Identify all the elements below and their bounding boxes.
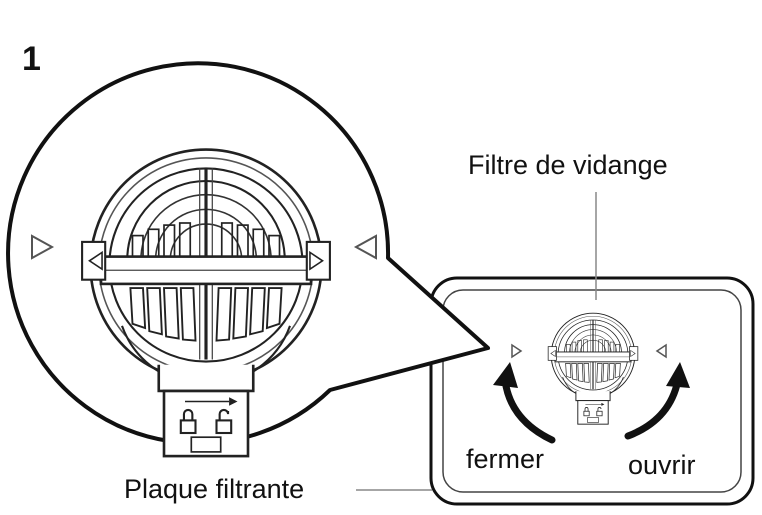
filter-plate-label: Plaque filtrante (124, 474, 305, 504)
alignment-triangle-icon (31, 234, 55, 260)
rotate-arrow-left-icon (493, 362, 556, 444)
drain-filter-icon (547, 312, 639, 425)
drain-filter-label: Filtre de vidange (468, 150, 668, 180)
alignment-triangle-icon (511, 343, 523, 359)
alignment-triangle-icon (353, 234, 377, 260)
close-label: fermer (466, 444, 545, 474)
alignment-triangle-icon (655, 343, 667, 359)
rotate-arrow-right-icon (624, 362, 690, 440)
open-label: ouvrir (628, 450, 696, 480)
filter-plate-outline (429, 276, 755, 506)
step-number: 1 (22, 40, 41, 78)
filter-plate-inner-outline (442, 289, 742, 493)
